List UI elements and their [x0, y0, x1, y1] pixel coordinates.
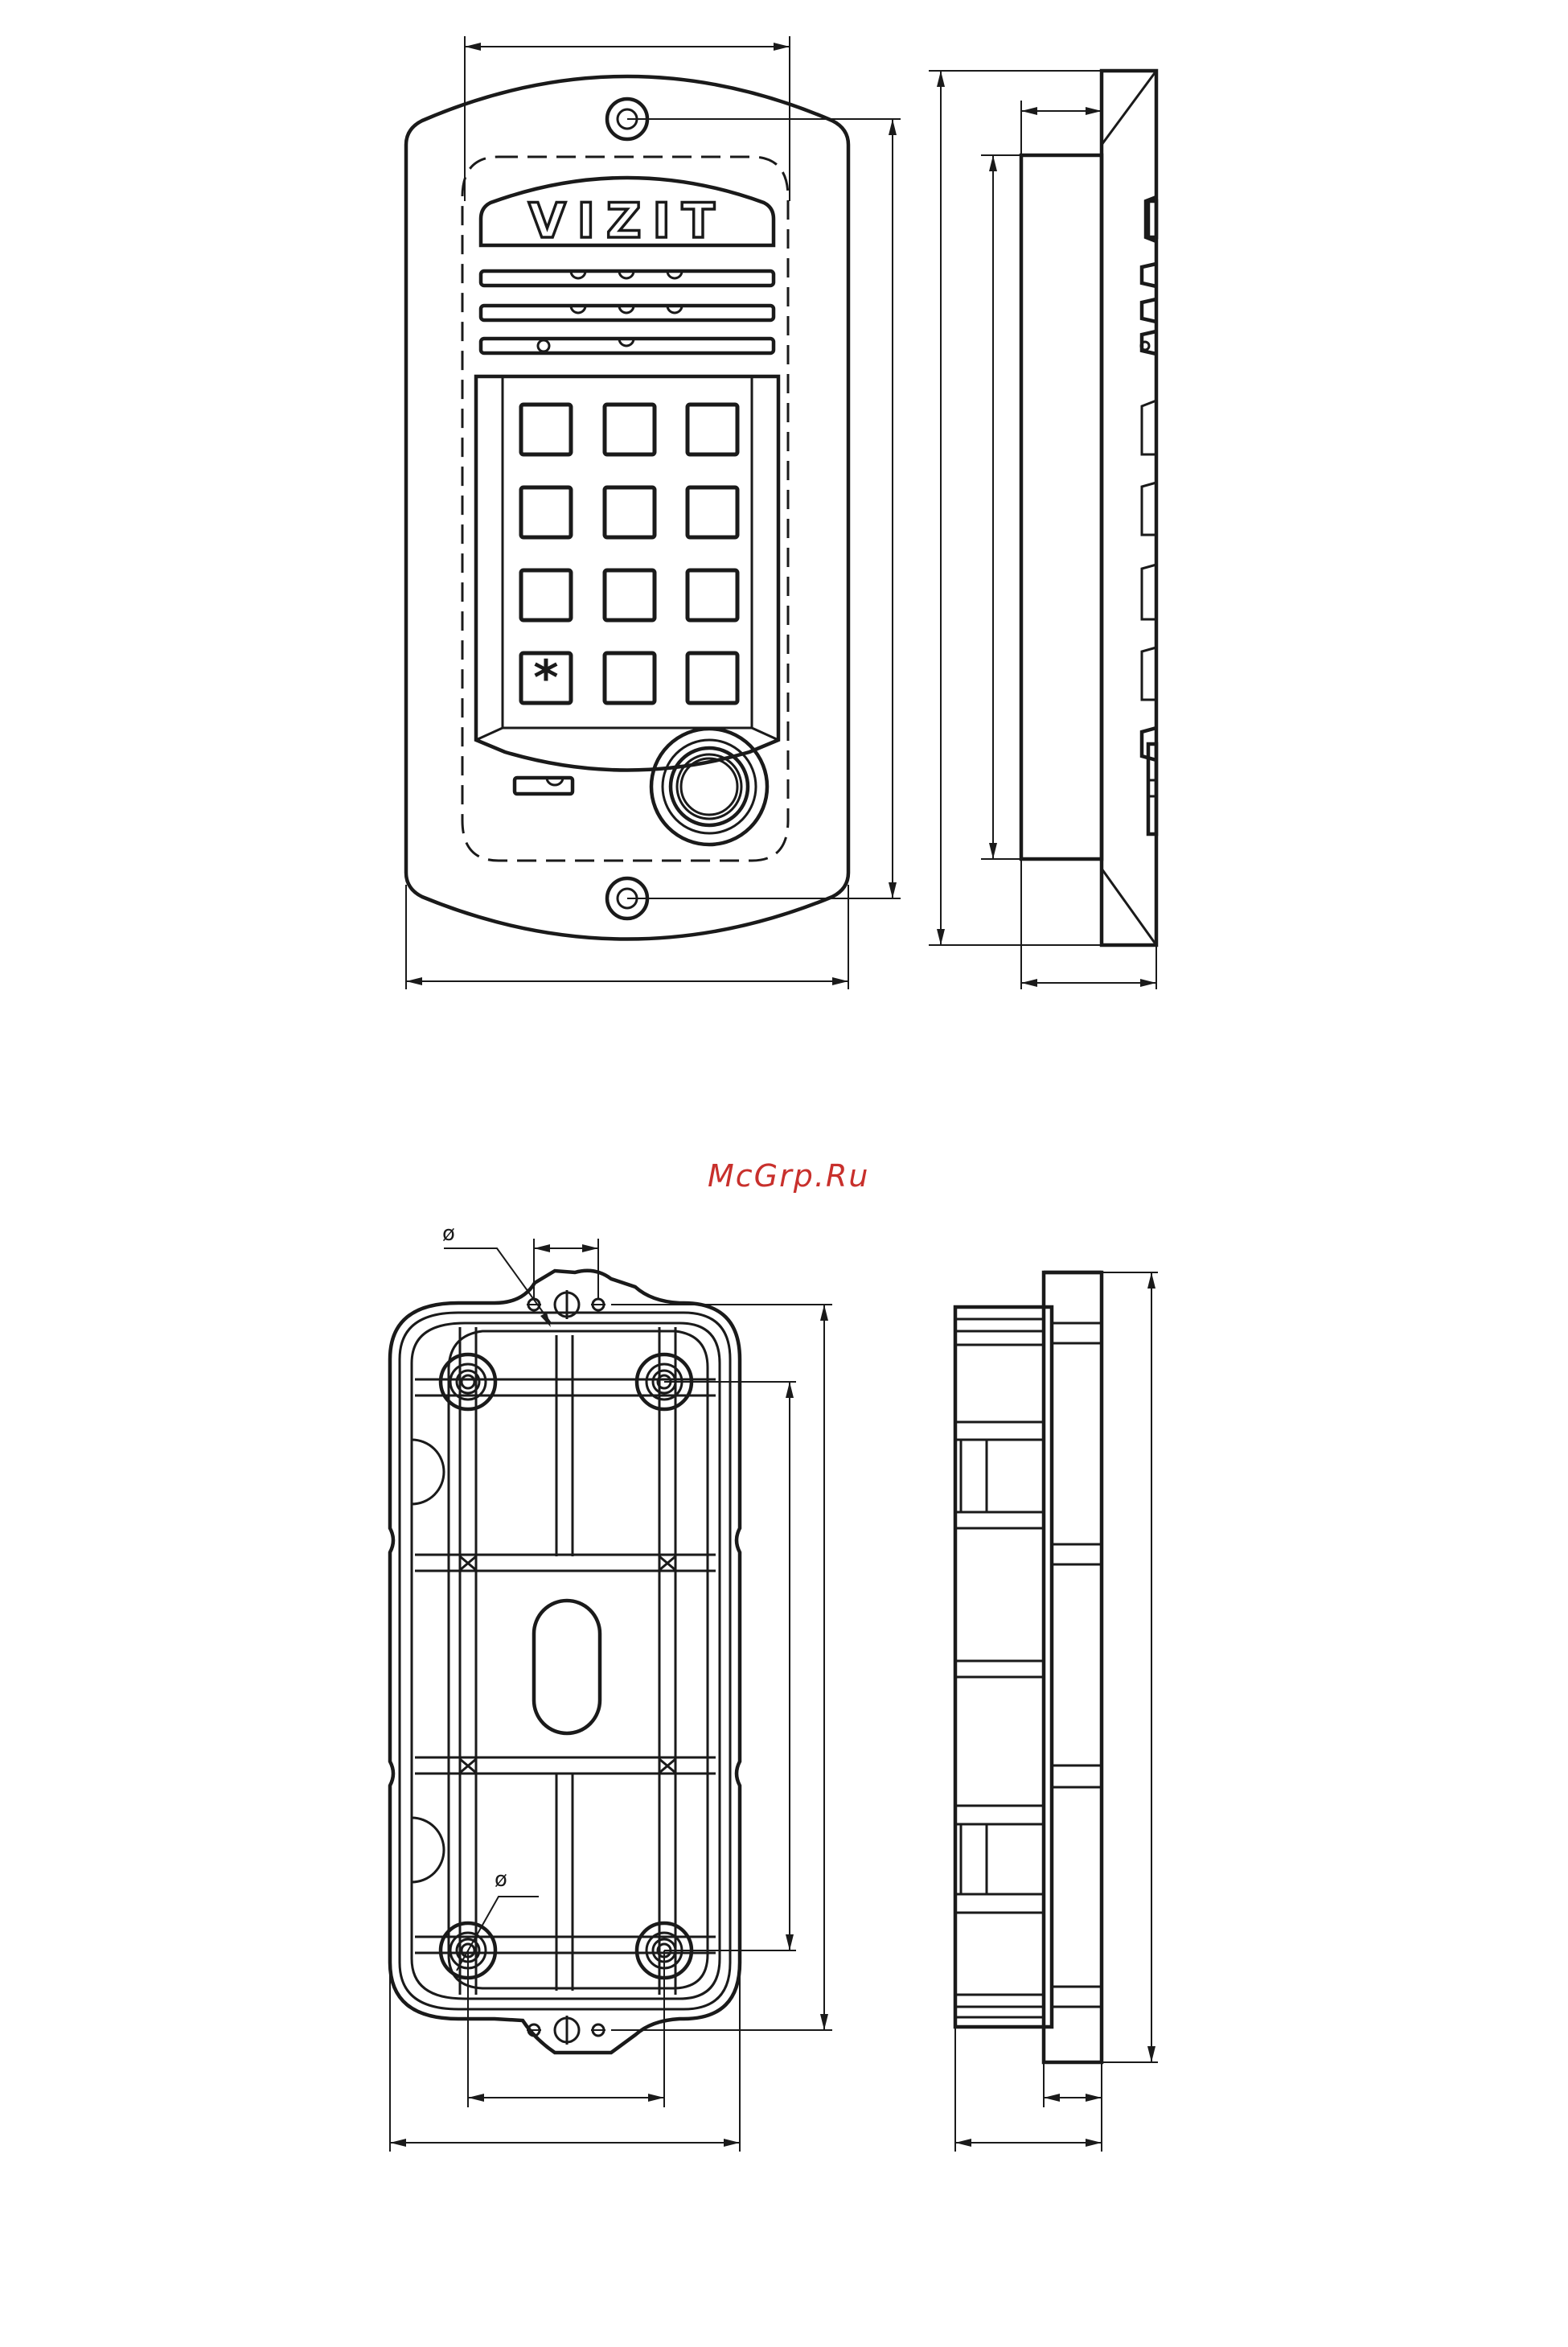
keypad-key[interactable] [688, 653, 737, 703]
keypad: * [521, 405, 737, 706]
indicator-slot [515, 778, 573, 794]
tab-holes [527, 1290, 605, 2045]
keypad-key[interactable]: * [521, 650, 571, 706]
cable-entry-slot [534, 1601, 600, 1733]
side-view [929, 71, 1156, 989]
keypad-key[interactable] [605, 653, 655, 703]
side-body-back [1021, 155, 1102, 859]
box-side-body [955, 1307, 1052, 2027]
mounting-bosses [441, 1354, 692, 1978]
keypad-key[interactable] [521, 487, 571, 537]
call-button[interactable] [651, 729, 767, 845]
keypad-key[interactable] [605, 405, 655, 454]
hole-diameter-label-bottom: ø [495, 1868, 507, 1892]
keypad-key[interactable] [688, 405, 737, 454]
front-view: VIZIT * [406, 36, 901, 989]
keypad-key[interactable] [605, 570, 655, 620]
watermark-text: McGrp.Ru [708, 1158, 869, 1194]
keypad-key[interactable] [688, 570, 737, 620]
keypad-key[interactable] [521, 570, 571, 620]
keypad-key[interactable] [688, 487, 737, 537]
mounting-box-side [955, 1272, 1158, 2152]
mounting-box-front: ø ø [390, 1222, 832, 2152]
keypad-key[interactable] [605, 487, 655, 537]
microphone-hole-icon [538, 340, 549, 351]
keypad-key-label: * [533, 650, 558, 706]
brand-logo-text: VIZIT [528, 193, 726, 249]
speaker-grille [481, 271, 774, 353]
keypad-key[interactable] [521, 405, 571, 454]
hole-diameter-label-top: ø [442, 1222, 455, 1246]
